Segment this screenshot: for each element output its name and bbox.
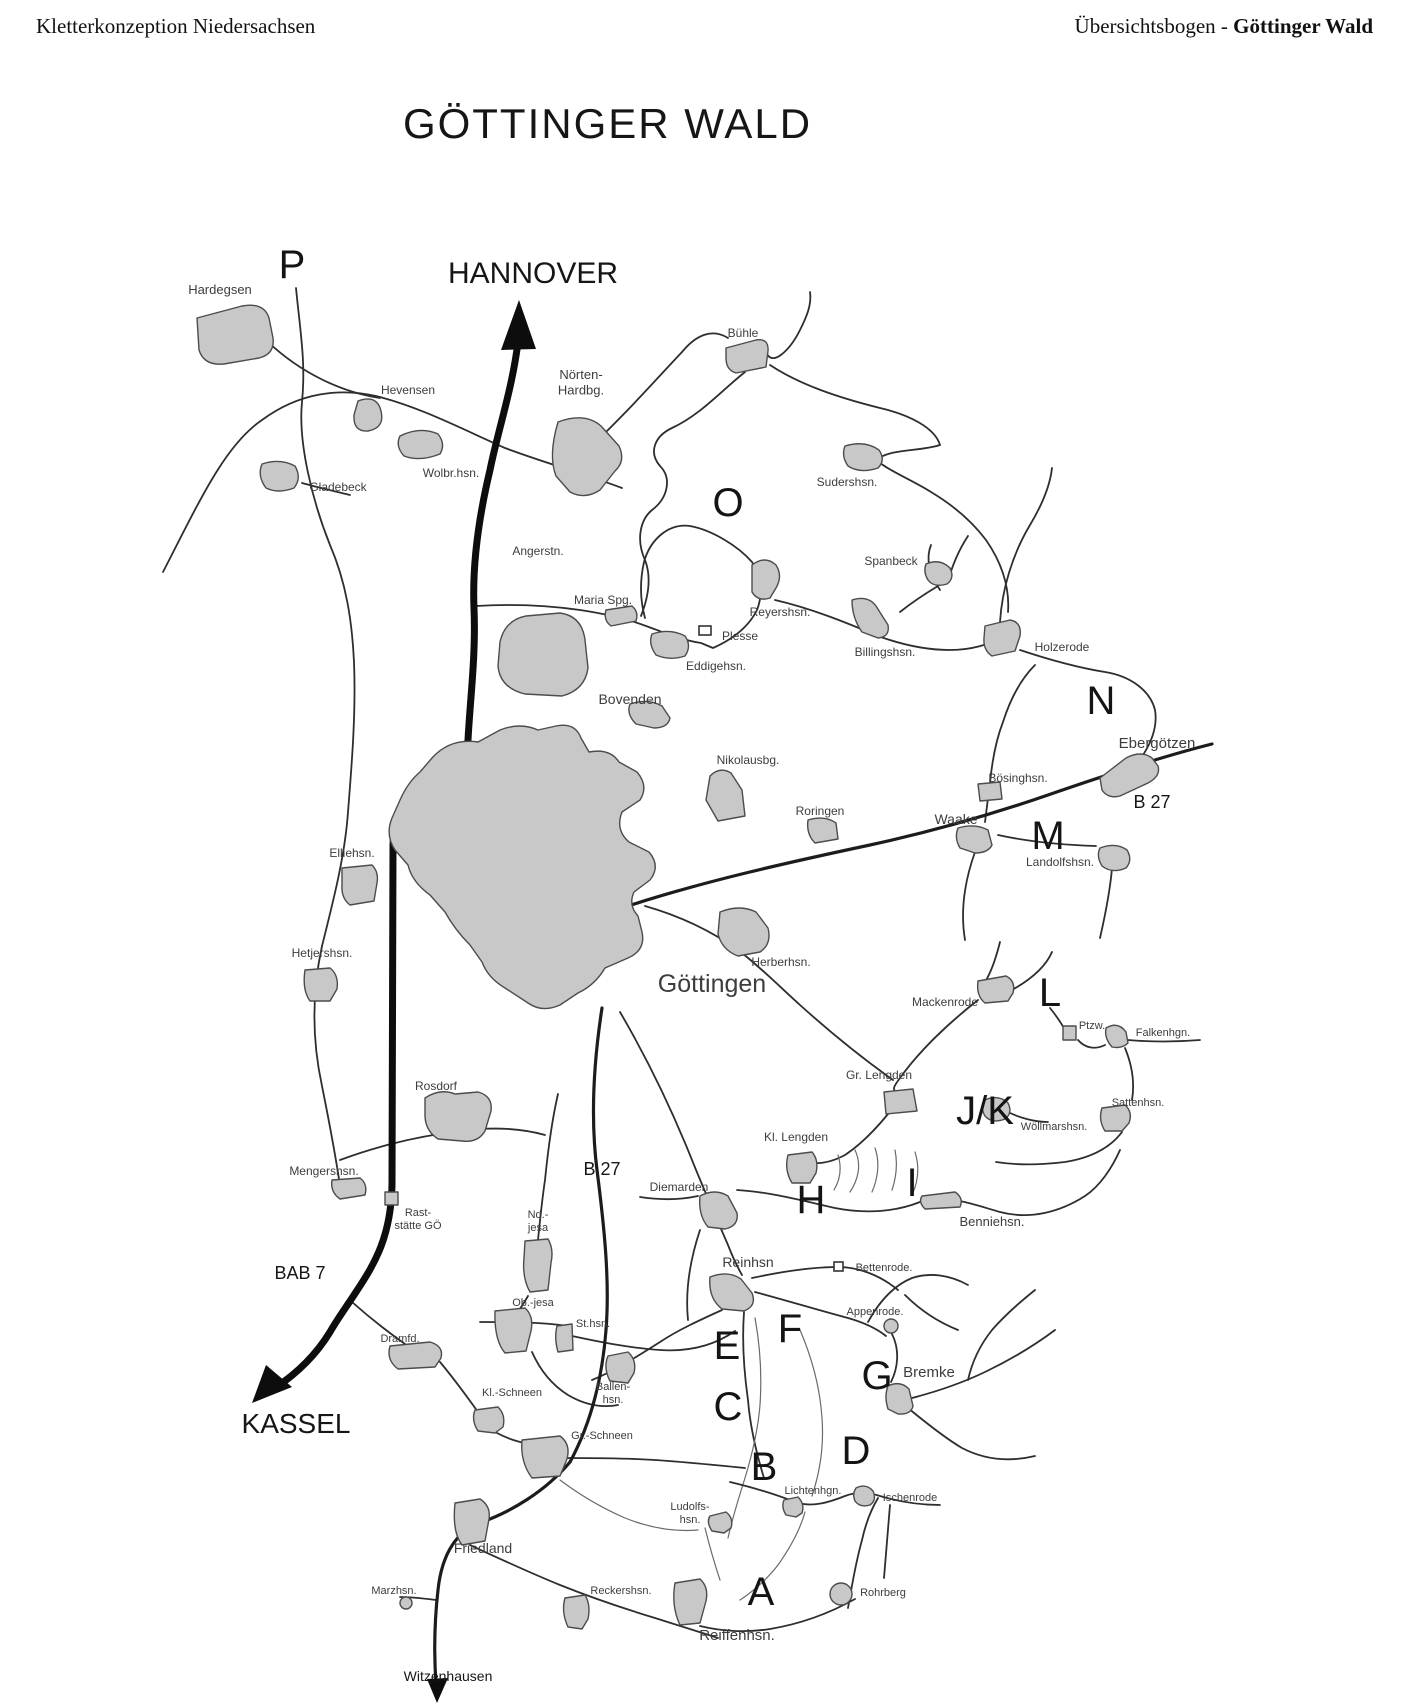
area-letter-j-k: J/K [956, 1089, 1014, 1133]
road-label-bab-7-2: BAB 7 [274, 1263, 325, 1283]
area-letter-n: N [1087, 679, 1116, 723]
place-label-maria-spg: Maria Spg. [574, 593, 632, 607]
place-label-g-ttingen: Göttingen [658, 970, 766, 998]
area-letter-e: E [714, 1324, 741, 1368]
place-label-b-singhsn: Bösinghsn. [988, 771, 1047, 785]
area-letter-l: L [1039, 971, 1061, 1015]
place-label-gladebeck: Gladebeck [309, 480, 367, 494]
area-letter-b: B [751, 1445, 778, 1489]
place-label-rohrberg: Rohrberg [860, 1587, 906, 1599]
place-label-holzerode: Holzerode [1035, 640, 1090, 654]
place-label-reckershsn: Reckershsn. [590, 1585, 651, 1597]
arrow-hannover-icon [501, 300, 536, 350]
place-label-hetjershsn: Hetjershsn. [292, 946, 353, 960]
place-label-appenrode: Appenrode. [847, 1306, 904, 1318]
place-label-b-hle: Bühle [728, 326, 759, 340]
place-label-diemarden: Diemarden [650, 1180, 709, 1194]
place-label-waake: Waake [934, 811, 977, 827]
place-label-ludolfs-hsn: Ludolfs-hsn. [670, 1501, 709, 1526]
place-label-roringen: Roringen [796, 804, 845, 818]
place-label-kl-schneen: Kl.-Schneen [482, 1387, 542, 1399]
place-label-friedland: Friedland [454, 1540, 512, 1556]
plesse-castle-icon [698, 625, 712, 636]
destination-label-layer: HANNOVER KASSEL Witzenhausen [242, 257, 618, 1684]
place-label-eberg-tzen: Ebergötzen [1119, 735, 1196, 752]
destination-witzenhausen: Witzenhausen [404, 1668, 493, 1684]
place-label-dramfd: Dramfd. [380, 1333, 419, 1345]
place-label-rosdorf: Rosdorf [415, 1079, 458, 1093]
header-left: Kletterkonzeption Niedersachsen [36, 14, 316, 38]
place-label-gr-schneen: Gr.-Schneen [571, 1430, 633, 1442]
place-label-nd-jesa: Nd.-jesa [527, 1209, 549, 1234]
place-label-reiffenhsn: Reiffenhsn. [699, 1627, 775, 1644]
area-letter-layer: P O N M L J/K I H FE G C D B A [279, 243, 1116, 1614]
place-label-wolbr-hsn: Wolbr.hsn. [423, 466, 479, 480]
place-label-mengershsn: Mengershsn. [289, 1164, 358, 1178]
place-label-nikolausbg: Nikolausbg. [717, 753, 780, 767]
place-label-herberhsn: Herberhsn. [751, 955, 810, 969]
place-label-angerstn: Angerstn. [512, 544, 563, 558]
area-letter-d: D [842, 1429, 871, 1473]
place-label-lichtenhgn: Lichtenhgn. [785, 1485, 842, 1497]
area-letter-m: M [1031, 814, 1064, 858]
place-label-plesse: Plesse [722, 629, 758, 643]
area-letter-i: I [906, 1161, 917, 1205]
area-letter-g: G [861, 1354, 892, 1398]
goettingen-city-shape [388, 724, 656, 1010]
place-label-reinhsn: Reinhsn [722, 1254, 773, 1270]
destination-hannover: HANNOVER [448, 257, 618, 290]
header-right: Übersichtsbogen - Göttinger Wald [1074, 14, 1373, 38]
place-label-eddigehsn: Eddigehsn. [686, 659, 746, 673]
area-letter-h: H [797, 1178, 826, 1222]
place-label-bremke: Bremke [903, 1364, 955, 1381]
arrow-witzenhausen-icon [427, 1678, 448, 1703]
page-header: Kletterkonzeption Niedersachsen Übersich… [0, 14, 1409, 39]
place-label-sudershsn: Sudershsn. [817, 475, 878, 489]
road-label-b-27-1: B 27 [583, 1159, 620, 1179]
area-letter-o: O [712, 481, 743, 525]
destination-kassel: KASSEL [242, 1408, 351, 1439]
place-label-rast-st-tte-g: Rast-stätte GÖ [394, 1207, 442, 1232]
area-letter-p: P [279, 243, 306, 287]
place-label-mackenrode: Mackenrode [912, 995, 978, 1009]
road-label-layer: B 27 B 27 BAB 7 [274, 792, 1170, 1283]
place-label-ischenrode: Ischenrode [883, 1492, 937, 1504]
road-b27-south [568, 1006, 609, 1464]
roads-layer [162, 287, 1214, 1703]
area-letter-c: C [714, 1385, 743, 1429]
place-label-bovenden: Bovenden [598, 691, 661, 707]
place-label-hardegsen: Hardegsen [188, 282, 252, 297]
area-letter-a: A [748, 1570, 775, 1614]
place-label-st-hsn: St.hsn. [576, 1318, 610, 1330]
arrow-kassel-icon [252, 1365, 292, 1403]
place-label-landolfshsn: Landolfshsn. [1026, 855, 1094, 869]
place-label-n-rten-hardbg: Nörten-Hardbg. [558, 367, 604, 397]
place-label-billingshsn: Billingshsn. [855, 645, 916, 659]
place-label-gr-lengden: Gr. Lengden [846, 1068, 912, 1082]
towns-layer [196, 304, 1160, 1630]
place-label-spanbeck: Spanbeck [864, 554, 918, 568]
place-label-elliehsn: Elliehsn. [329, 846, 374, 860]
area-letter-f: F [778, 1307, 802, 1351]
place-label-ballen-hsn: Ballen-hsn. [596, 1381, 631, 1406]
place-label-ptzw: Ptzw. [1079, 1020, 1105, 1032]
place-label-hevensen: Hevensen [381, 383, 435, 397]
place-label-kl-lengden: Kl. Lengden [764, 1130, 828, 1144]
place-label-marzhsn: Marzhsn. [371, 1585, 416, 1597]
place-label-w-llmarshsn: Wöllmarshsn. [1021, 1121, 1088, 1133]
place-label-bettenrode: Bettenrode. [856, 1262, 913, 1274]
place-label-benniehsn: Benniehsn. [959, 1214, 1024, 1229]
place-label-ob-jesa: Ob.-jesa [512, 1297, 554, 1309]
place-label-sattenhsn: Sattenhsn. [1112, 1097, 1165, 1109]
bettenrode-square-icon [833, 1261, 844, 1272]
place-label-reyershsn: Reyershsn. [750, 605, 811, 619]
place-label-falkenhgn: Falkenhgn. [1136, 1027, 1190, 1039]
road-label-b-27-0: B 27 [1133, 792, 1170, 812]
road-to-witzenhausen [433, 1460, 572, 1686]
map-title: GÖTTINGER WALD [402, 100, 813, 147]
